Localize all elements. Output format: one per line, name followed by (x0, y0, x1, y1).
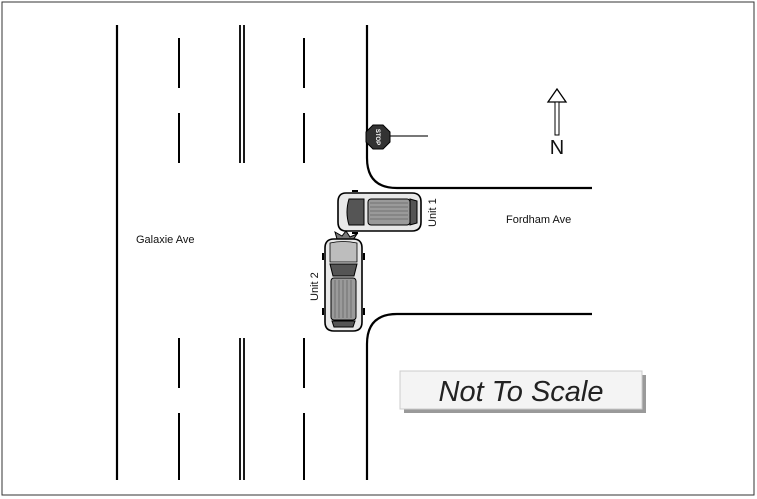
stop-sign-label: STOP (374, 129, 380, 145)
galaxie-ave-label: Galaxie Ave (136, 234, 195, 246)
unit-1-label: Unit 1 (427, 198, 439, 227)
north-arrow: N (546, 87, 568, 159)
northeast-curb (365, 25, 592, 190)
not-to-scale-label: Not To Scale (439, 376, 604, 408)
lane-markings (178, 38, 305, 480)
vehicle-unit-1 (337, 190, 422, 234)
stop-sign: STOP (365, 124, 428, 150)
unit-2-label: Unit 2 (309, 272, 321, 301)
fordham-ave-label: Fordham Ave (506, 214, 571, 226)
vehicle-unit-2 (322, 238, 365, 332)
north-arrow-label: N (550, 137, 564, 159)
not-to-scale-box: Not To Scale (399, 370, 646, 413)
center-double-line (239, 25, 245, 480)
southeast-curb (365, 312, 592, 480)
